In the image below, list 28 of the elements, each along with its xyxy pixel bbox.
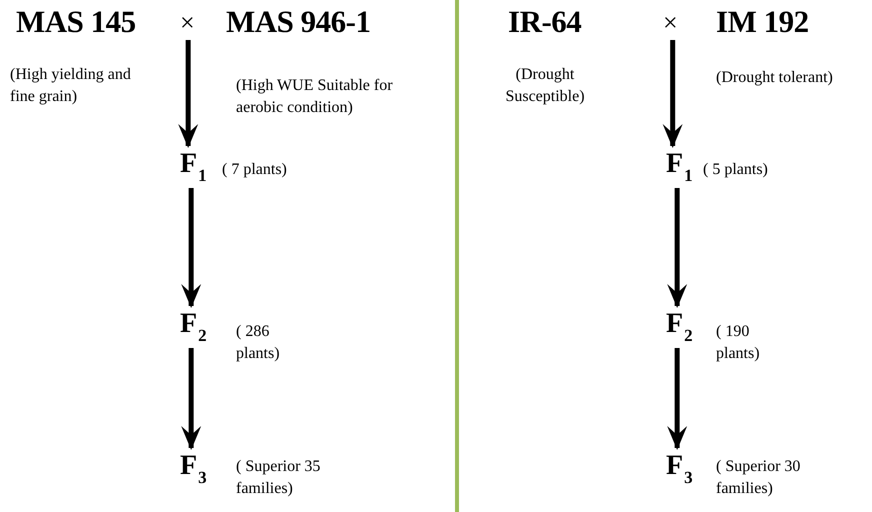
description-text: (Drought tolerant) (716, 68, 834, 88)
variety-name: IM 192 (716, 6, 809, 37)
variety-name: MAS 946-1 (226, 6, 370, 37)
generation-label: F$_{3}$ (180, 452, 207, 486)
description-text: (Drought Susceptible) (504, 65, 586, 107)
description-text: (High WUE Suitable for aerobic condition) (236, 76, 394, 118)
cross-sign: × (663, 10, 678, 36)
arrow (667, 188, 688, 308)
description-text: ( 286 plants) (236, 322, 281, 364)
variety-name: MAS 145 (16, 6, 136, 37)
arrow (662, 40, 683, 148)
description-text: ( Superior 35 families) (236, 457, 322, 499)
generation-label: F$_{3}$ (666, 452, 693, 486)
description-text: ( 7 plants) (222, 160, 288, 180)
generation-label: F$_{1}$ (666, 150, 693, 184)
arrow (178, 40, 198, 148)
description-text: (High yielding and fine grain) (10, 65, 132, 107)
arrow (667, 348, 688, 450)
generation-label: F$_{1}$ (180, 150, 207, 184)
generation-label: F$_{2}$ (666, 310, 693, 344)
description-text: ( 190 plants) (716, 322, 761, 364)
cross-sign: × (180, 10, 195, 36)
generation-label: F$_{2}$ (180, 310, 207, 344)
description-text: ( Superior 30 families) (716, 457, 802, 499)
arrow (181, 188, 202, 308)
arrow (181, 348, 202, 450)
description-text: ( 5 plants) (703, 160, 769, 180)
variety-name: IR-64 (508, 6, 582, 37)
